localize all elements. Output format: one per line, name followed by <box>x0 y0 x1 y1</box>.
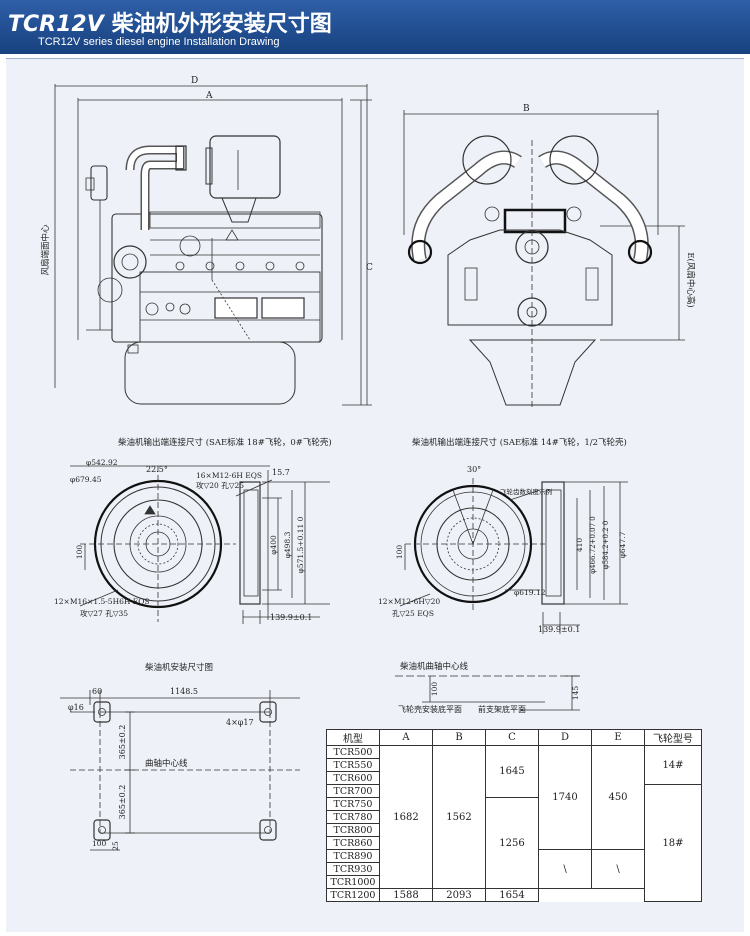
flywheel-left-d571: φ571.5+0.11 0 <box>296 516 305 573</box>
header-model: 机型 <box>326 729 380 746</box>
flywheel-left-d400: φ400 <box>269 535 278 555</box>
install-plan <box>60 690 300 851</box>
model-cell: TCR600 <box>326 771 380 785</box>
title-chinese: 柴油机外形安装尺寸图 <box>111 12 332 37</box>
flywheel-left-bolt-spec-3: 12×M16×1.5-5H6H EQS <box>54 597 150 606</box>
flywheel-right-d619: φ619.12 <box>514 588 546 597</box>
model-cell: TCR1200 <box>326 888 380 902</box>
model-cell: TCR800 <box>326 823 380 837</box>
title-english: TCR12V series diesel engine Installation… <box>38 36 280 48</box>
flywheel-right-d584: φ584.2+0.2 0 <box>602 521 610 570</box>
spec-table: 机型 A B C D E 飞轮型号 TCR500 1682 1562 1645 … <box>326 729 702 902</box>
cell-c-upper: 1645 <box>485 745 539 798</box>
table-row: TCR500 1682 1562 1645 1740 450 14# <box>326 745 702 889</box>
cell-c-last: 1654 <box>485 888 539 902</box>
table-row: TCR750 1256 <box>326 797 702 889</box>
header-b: B <box>432 729 486 746</box>
flywheel-left-bolt-spec-1: 16×M12-6H EQS <box>196 471 262 480</box>
cell-flywheel-upper: 14# <box>644 745 702 785</box>
install-dim-1148: 1148.5 <box>170 687 198 696</box>
cell-a-main: 1682 <box>379 745 433 889</box>
install-dim-25: 25 <box>111 841 120 851</box>
model-cell: TCR550 <box>326 758 380 772</box>
model-cell: TCR700 <box>326 784 380 798</box>
flywheel-left-d679: φ679.45 <box>70 475 102 484</box>
header-e: E <box>591 729 645 746</box>
height-note-front-plane: 前支架底平面 <box>478 704 526 714</box>
flywheel-right-caption: 柴油机输出端连接尺寸 (SAE标准 14#飞轮，1/2飞轮壳) <box>412 437 627 448</box>
install-dim-100: 100 <box>92 839 107 848</box>
front-view <box>403 110 685 410</box>
dim-a: A <box>205 91 213 101</box>
table-header-row: 机型 A B C D E 飞轮型号 <box>326 729 702 746</box>
flywheel-left-bolt-spec-4: 攻▽27 孔▽35 <box>80 608 128 618</box>
model-cell: TCR780 <box>326 810 380 824</box>
side-view <box>54 84 372 406</box>
flywheel-left-d542: φ542.92 <box>86 458 118 467</box>
cell-e-na: \ <box>591 849 645 889</box>
dim-d: D <box>191 76 198 86</box>
install-hole-16: φ16 <box>68 703 84 712</box>
height-note-flywheel-plane: 飞轮壳安装底平面 <box>398 704 462 714</box>
table-row: TCR1200 1588 2093 1654 <box>326 888 702 902</box>
install-plan-title: 柴油机安装尺寸图 <box>145 662 213 673</box>
model-cell: TCR500 <box>326 745 380 759</box>
flywheel-right-angle: 30° <box>467 465 481 474</box>
header-c: C <box>485 729 539 746</box>
flywheel-right <box>399 478 628 634</box>
flywheel-left-dim-15-7: 15.7 <box>272 468 290 477</box>
flywheel-left-d498: φ498.3 <box>283 531 292 558</box>
height-note-title: 柴油机曲轴中心线 <box>400 661 469 672</box>
header-d: D <box>538 729 592 746</box>
flywheel-right-d466: φ466.72+0.07 0 <box>589 516 597 574</box>
dim-e: E(风扇中心高) <box>685 252 696 307</box>
cell-a-last: 1588 <box>379 888 433 902</box>
cell-b-last: 2093 <box>432 888 486 902</box>
height-note <box>395 675 580 711</box>
model-cell: TCR930 <box>326 862 380 876</box>
flywheel-left-caption: 柴油机输出端连接尺寸 (SAE标准 18#飞轮，0#飞轮壳) <box>118 437 332 448</box>
flywheel-left-dim-100: 100 <box>75 545 84 560</box>
title-banner: TCR12V 柴油机外形安装尺寸图 TCR12V series diesel en… <box>0 0 750 54</box>
flywheel-left-dim-139: 139.9±0.1 <box>270 613 312 622</box>
fan-center-label: 风扇端面中心 <box>40 224 51 276</box>
install-holes-4: 4×φ17 <box>226 718 254 727</box>
model-cell: TCR890 <box>326 849 380 863</box>
flywheel-right-dim-100: 100 <box>395 545 404 560</box>
cell-c-lower: 1256 <box>485 797 539 889</box>
cell-d-na: \ <box>538 849 592 889</box>
dim-c: C <box>366 263 373 273</box>
cell-b-main: 1562 <box>432 745 486 889</box>
flywheel-right-dim-139: 139.9±0.1 <box>538 625 580 634</box>
flywheel-right-d410: 410 <box>575 538 584 553</box>
model-cell: TCR750 <box>326 797 380 811</box>
page-title: TCR12V 柴油机外形安装尺寸图 <box>8 6 332 38</box>
install-dim-60: 60 <box>92 687 102 696</box>
model-cell: TCR1000 <box>326 875 380 889</box>
flywheel-right-d647: φ647.7 <box>618 531 627 558</box>
height-note-dim-145: 145 <box>571 686 580 701</box>
cell-d-main: 1740 <box>538 745 592 850</box>
model-cell: TCR860 <box>326 836 380 850</box>
install-dim-365-top: 365±0.2 <box>118 725 127 760</box>
header-a: A <box>379 729 433 746</box>
flywheel-right-bolt-spec-2: 孔▽25 EQS <box>392 609 434 618</box>
height-note-dim-100: 100 <box>430 682 439 697</box>
dim-b: B <box>523 104 530 114</box>
header-flywheel: 飞轮型号 <box>644 729 702 746</box>
table-row: TCR700 18# <box>326 784 702 902</box>
install-dim-365-bottom: 365±0.2 <box>118 785 127 820</box>
flywheel-right-bolt-spec-1: 12×M12-6H▽20 <box>378 597 440 606</box>
model-name: TCR12V <box>8 12 104 37</box>
cell-flywheel-lower: 18# <box>644 784 702 902</box>
cell-e-main: 450 <box>591 745 645 850</box>
flywheel-left-bolt-spec-2: 攻▽20 孔▽25 <box>196 480 244 490</box>
install-center-line: 曲轴中心线 <box>145 758 188 769</box>
flywheel-left <box>70 465 330 624</box>
flywheel-right-marker-label: 飞轮齿数刻度示例 <box>500 487 552 496</box>
flywheel-left-angle: 22.5° <box>146 465 168 474</box>
